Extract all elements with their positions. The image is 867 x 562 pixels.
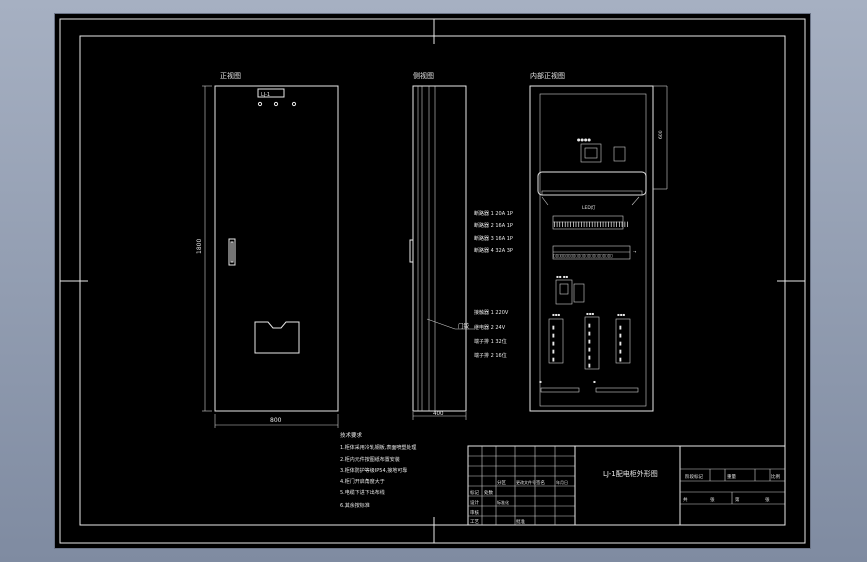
cad-drawing: 正视图 LJ-1 1800 800 侧视图 门铰 400 内部正视图 600 ●… xyxy=(59,18,806,544)
component-list-upper: 断路器 1 20A 1P 断路器 2 16A 1P 断路器 3 16A 1P 断… xyxy=(474,210,513,254)
svg-text:▮: ▮ xyxy=(588,355,591,361)
svg-text:▮: ▮ xyxy=(588,331,591,337)
svg-text:第: 第 xyxy=(735,496,740,503)
mounting-plate xyxy=(539,93,647,407)
door-plate xyxy=(257,88,285,98)
svg-text:▮: ▮ xyxy=(588,363,591,369)
component-list-lower: 接触器 1 220V 继电器 2 24V 端子排 1 32位 端子排 2 16位 xyxy=(474,309,509,359)
svg-text:处数: 处数 xyxy=(484,489,493,496)
svg-text:▮: ▮ xyxy=(619,349,622,355)
outer-frame xyxy=(59,18,806,544)
side-view-label: 侧视图 xyxy=(413,71,434,80)
drawing-title: LJ-1配电柜外形图 xyxy=(603,469,658,478)
svg-text:继电器 2 24V: 继电器 2 24V xyxy=(474,324,506,331)
svg-text:▮: ▮ xyxy=(619,325,622,331)
svg-text:●●●●: ●●●● xyxy=(577,137,591,142)
svg-text:断路器 4 32A 3P: 断路器 4 32A 3P xyxy=(474,247,513,254)
svg-text:LED灯: LED灯 xyxy=(582,204,596,211)
svg-text:▮: ▮ xyxy=(552,357,555,363)
svg-text:▮: ▮ xyxy=(588,339,591,345)
front-view-label: 正视图 xyxy=(220,71,241,80)
svg-text:1.柜体采用冷轧钢板,表面喷塑处理: 1.柜体采用冷轧钢板,表面喷塑处理 xyxy=(340,444,416,451)
svg-text:▮: ▮ xyxy=(552,349,555,355)
breaker-row-2: ▯▯▯▯▯▯▯▯▯▯▯▯▯▯▯▯▯▯▯▯▯▯▯▯ → xyxy=(552,245,637,260)
svg-text:更改文件号: 更改文件号 xyxy=(516,479,536,485)
terminal-block-1: ▮ ▮ ▮ ▮ ▮ xyxy=(548,318,564,364)
svg-text:▪▪ ▪▪: ▪▪ ▪▪ xyxy=(556,274,568,279)
svg-text:LJ-1: LJ-1 xyxy=(261,92,270,98)
terminal-block-2: ▮ ▮ ▮ ▮ ▮ ▮ xyxy=(584,316,600,370)
svg-text:▮: ▮ xyxy=(588,347,591,353)
svg-text:2.柜内元件按图纸布置安装: 2.柜内元件按图纸布置安装 xyxy=(340,456,400,463)
svg-text:标记: 标记 xyxy=(470,489,479,496)
svg-text:▪▪▪: ▪▪▪ xyxy=(552,312,560,317)
svg-text:4.柜门开启角度大于: 4.柜门开启角度大于 xyxy=(340,478,385,485)
svg-text:阶段标记: 阶段标记 xyxy=(685,473,703,480)
side-cabinet xyxy=(412,85,467,412)
svg-text:▮: ▮ xyxy=(588,323,591,329)
svg-text:▪: ▪ xyxy=(593,379,596,384)
internal-view-label: 内部正视图 xyxy=(530,71,565,80)
din-rail-left xyxy=(540,387,580,393)
svg-text:分区: 分区 xyxy=(497,479,506,486)
svg-text:断路器 2 16A 1P: 断路器 2 16A 1P xyxy=(474,222,513,229)
technical-notes: 技术要求 1.柜体采用冷轧钢板,表面喷塑处理 2.柜内元件按图纸布置安装 3.柜… xyxy=(340,431,416,509)
svg-text:6.其余按标准: 6.其余按标准 xyxy=(340,502,370,509)
svg-text:端子排 2 16位: 端子排 2 16位 xyxy=(474,352,507,359)
svg-text:张: 张 xyxy=(765,496,770,503)
front-cabinet xyxy=(214,85,339,412)
relay-2 xyxy=(573,283,585,303)
svg-text:▮: ▮ xyxy=(552,341,555,347)
svg-text:5.电缆下进下出布线: 5.电缆下进下出布线 xyxy=(340,489,385,496)
svg-text:端子排 1 32位: 端子排 1 32位 xyxy=(474,338,507,345)
svg-text:▪▪▪: ▪▪▪ xyxy=(617,312,625,317)
power-meter xyxy=(580,143,602,163)
switch-module xyxy=(613,146,626,162)
svg-text:共: 共 xyxy=(683,496,688,503)
svg-text:审核: 审核 xyxy=(470,509,479,516)
din-rail-right xyxy=(595,387,639,393)
internal-cabinet xyxy=(529,85,654,412)
svg-text:3.柜体防护等级IP54,接地可靠: 3.柜体防护等级IP54,接地可靠 xyxy=(340,467,407,474)
indicator-lights xyxy=(257,101,297,107)
terminal-block-3: ▮ ▮ ▮ ▮ ▮ xyxy=(615,318,631,364)
notes-title: 技术要求 xyxy=(340,431,363,439)
side-handle xyxy=(409,239,414,263)
svg-text:比例: 比例 xyxy=(771,473,780,480)
svg-text:▪: ▪ xyxy=(539,379,542,384)
width-dimension: 800 xyxy=(270,417,282,424)
breaker-row-1: ┃┃┃┃┃┃┃┃┃┃┃┃┃┃┃┃┃┃┃┃┃┃┃┃┃┃┃┃ xyxy=(552,215,629,230)
side-callout: 门铰 xyxy=(458,322,470,330)
height-dimension: 1800 xyxy=(196,239,203,254)
inner-frame xyxy=(79,35,786,526)
title-block: 标记 处数 分区 更改文件号 签名 年月日 设计 标准化 审核 工艺 批准 LJ… xyxy=(467,445,786,526)
svg-text:▮: ▮ xyxy=(552,333,555,339)
relay-1 xyxy=(555,279,573,305)
svg-text:批准: 批准 xyxy=(516,518,525,525)
ventilation-cutout xyxy=(254,321,300,354)
svg-text:▮: ▮ xyxy=(552,325,555,331)
svg-text:标准化: 标准化 xyxy=(497,499,509,505)
internal-dimension: 600 xyxy=(658,130,664,139)
svg-text:签名: 签名 xyxy=(536,479,545,486)
svg-text:断路器 3 16A 1P: 断路器 3 16A 1P xyxy=(474,235,513,242)
svg-text:▪▪▪: ▪▪▪ xyxy=(586,311,594,316)
svg-text:▮: ▮ xyxy=(619,341,622,347)
svg-text:▮: ▮ xyxy=(619,357,622,363)
svg-text:→: → xyxy=(633,249,637,254)
svg-text:年月日: 年月日 xyxy=(556,479,568,485)
svg-text:┃┃┃┃┃┃┃┃┃┃┃┃┃┃┃┃┃┃┃┃┃┃┃┃┃┃┃┃: ┃┃┃┃┃┃┃┃┃┃┃┃┃┃┃┃┃┃┃┃┃┃┃┃┃┃┃┃ xyxy=(553,221,629,228)
svg-text:▮: ▮ xyxy=(619,333,622,339)
svg-text:▯▯▯▯▯▯▯▯▯▯▯▯▯▯▯▯▯▯▯▯▯▯▯▯: ▯▯▯▯▯▯▯▯▯▯▯▯▯▯▯▯▯▯▯▯▯▯▯▯ xyxy=(553,254,612,259)
door-handle xyxy=(228,238,236,266)
led-light-bar xyxy=(537,171,647,196)
svg-text:断路器 1 20A 1P: 断路器 1 20A 1P xyxy=(474,210,513,217)
svg-text:设计: 设计 xyxy=(470,499,479,506)
svg-text:工艺: 工艺 xyxy=(470,519,479,525)
svg-text:张: 张 xyxy=(710,496,715,503)
svg-text:接触器 1 220V: 接触器 1 220V xyxy=(474,309,509,316)
depth-dimension: 400 xyxy=(433,411,444,417)
drawing-sheet: 正视图 LJ-1 1800 800 侧视图 门铰 400 内部正视图 600 ●… xyxy=(55,14,810,548)
svg-text:重量: 重量 xyxy=(727,473,736,480)
